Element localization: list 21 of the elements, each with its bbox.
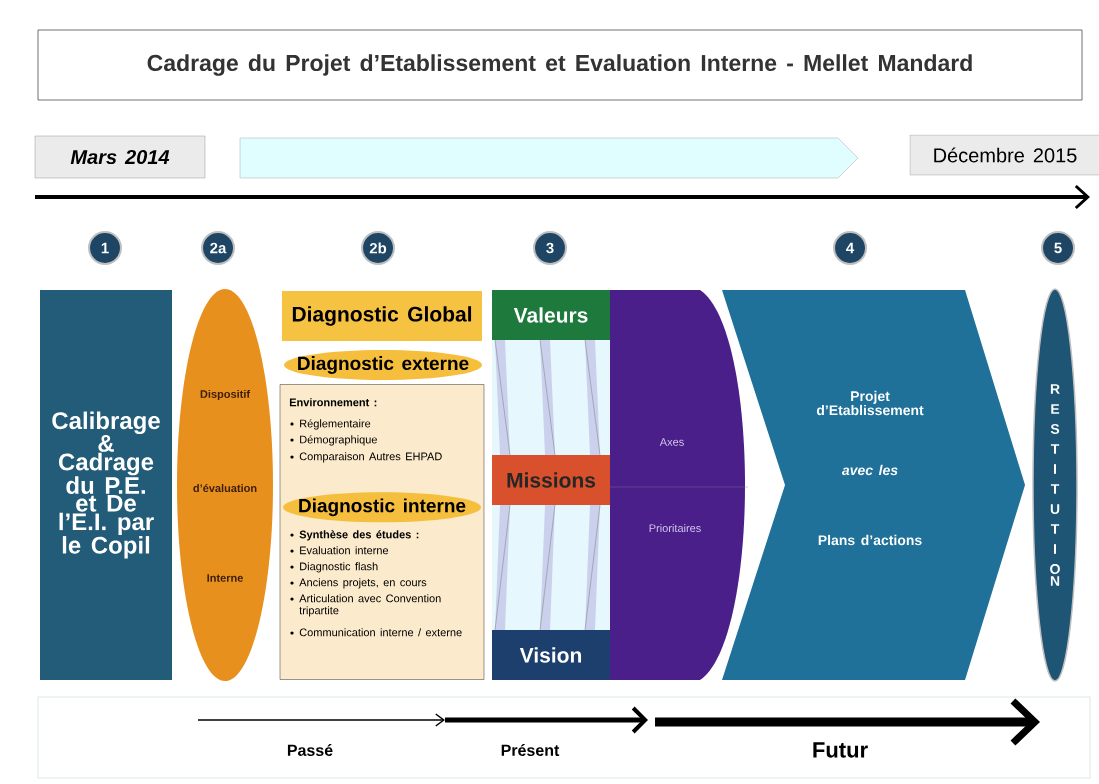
phase-oval: RESTITUTION: [1032, 288, 1078, 682]
timeline-label: Présent: [501, 744, 560, 756]
timeline-label: Futur: [813, 742, 868, 758]
title-box: Cadrage du Projet d’Etablissement et Evaluation Interne - Mellet Mandard: [37, 29, 1083, 101]
date-box: Mars 2014: [34, 135, 206, 179]
heading-box: Diagnostic Global: [282, 291, 482, 341]
phase-box: Calibrage & Cadrage du P.E. et De l’E.I. par le Copil: [40, 290, 172, 680]
value-box: Valeurs: [492, 290, 610, 340]
step-number: 4: [833, 231, 867, 265]
step-number: 3: [533, 231, 567, 265]
date-box: Décembre 2015: [909, 134, 1099, 176]
value-box: Vision: [492, 630, 610, 680]
timeline-label: Passé: [287, 744, 333, 756]
value-box: Missions: [492, 455, 610, 505]
step-number: 1: [88, 231, 122, 265]
phase-oval: Dispositif d’évaluation Interne: [177, 289, 273, 681]
heading-oval: Diagnostic interne: [283, 492, 481, 523]
step-number: 2a: [201, 231, 235, 265]
heading-oval: Diagnostic externe: [284, 350, 482, 380]
step-number: 5: [1041, 231, 1075, 265]
step-number: 2b: [361, 231, 395, 265]
